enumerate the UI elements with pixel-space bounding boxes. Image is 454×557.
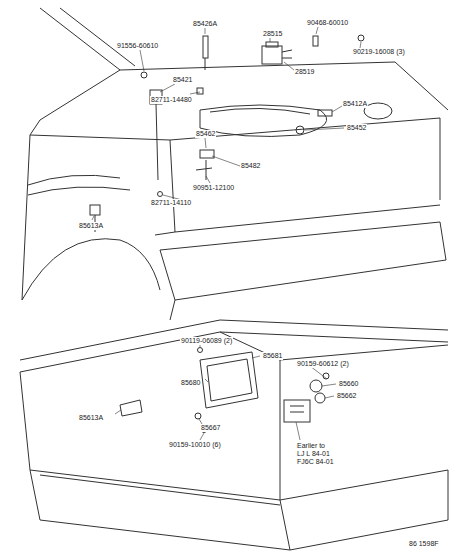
callout-number: 85421 xyxy=(172,76,193,84)
callout-number: 91556-60610 xyxy=(116,42,159,50)
callout-number: 28515 xyxy=(262,30,283,38)
callout-number: 85452 xyxy=(346,124,367,132)
callout-number: Earlier to xyxy=(296,442,326,450)
callout-number: 85613A xyxy=(78,222,104,230)
callout-number: 85681 xyxy=(262,352,283,360)
callout-number: 28519 xyxy=(294,68,315,76)
callout-number: 85660 xyxy=(338,380,359,388)
rear-body xyxy=(20,320,448,550)
callout-number: 90951-12100 xyxy=(192,184,235,192)
front-parts xyxy=(90,35,364,232)
front-leaders xyxy=(92,27,361,220)
callout-number: 90159-10010 (6) xyxy=(168,441,222,449)
callout-number: LJ L 84-01 xyxy=(296,450,331,458)
callout-number: 85426A xyxy=(192,20,218,28)
callout-number: 85482 xyxy=(240,162,261,170)
callout-number: 82711-14110 xyxy=(150,199,192,207)
callout-number: 90468-60010 xyxy=(306,19,349,27)
callout-number: 86 1598F xyxy=(408,540,440,548)
callout-number: 90219-16008 (3) xyxy=(352,48,406,56)
callout-number: 85662 xyxy=(336,392,357,400)
callout-number: 85680 xyxy=(180,379,201,387)
callout-number: FJ6C 84-01 xyxy=(296,458,335,466)
callout-number: 85412A xyxy=(342,100,368,108)
callout-number: 90119-06089 (2) xyxy=(180,337,233,345)
callout-number: 85462 xyxy=(195,130,216,138)
callout-number: 85667 xyxy=(200,424,221,432)
callout-number: 82711-14480 xyxy=(150,96,193,104)
front-body xyxy=(22,8,448,320)
callout-number: 85613A xyxy=(78,414,104,422)
callout-number: 90159-60612 (2) xyxy=(296,360,350,368)
